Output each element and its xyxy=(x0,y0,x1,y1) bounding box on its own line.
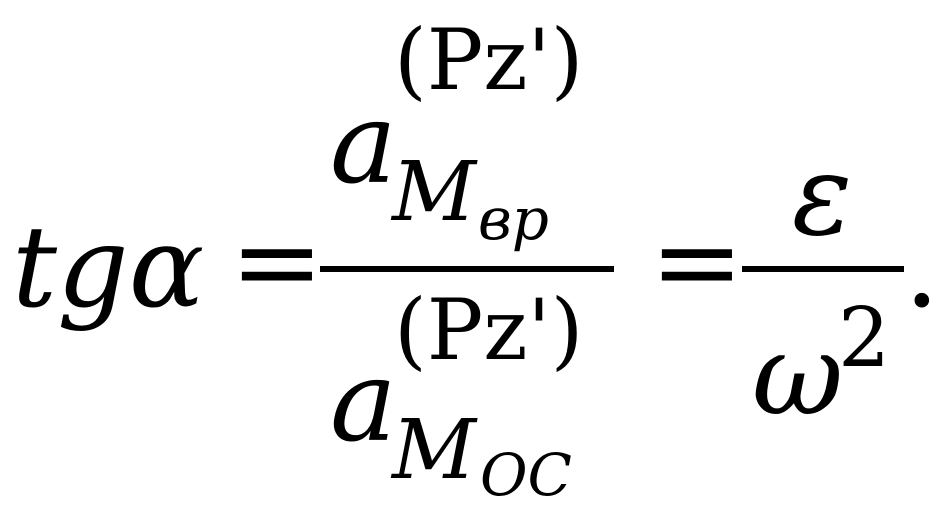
right-fraction-bar xyxy=(742,266,904,272)
denominator-sub-subscript: OC xyxy=(480,441,572,509)
numerator-sub-subscript: вр xyxy=(478,185,549,253)
rhs-denominator-exponent: 2 xyxy=(838,291,891,386)
lhs-tg-alpha: tgα xyxy=(12,203,205,333)
rhs-denominator-omega: ω xyxy=(752,311,844,441)
rhs-numerator-epsilon: ε xyxy=(792,131,853,261)
numerator-superscript: (Pz') xyxy=(394,11,584,109)
numerator-base: a xyxy=(330,79,397,209)
denominator-subscript: M xyxy=(392,403,476,498)
denominator-superscript: (Pz') xyxy=(394,281,584,379)
numerator-subscript: M xyxy=(392,145,476,240)
terminal-period: . xyxy=(904,203,940,333)
equals-sign-2: = xyxy=(650,197,744,327)
denominator-base: a xyxy=(330,337,397,467)
equals-sign-1: = xyxy=(230,197,324,327)
main-fraction-bar xyxy=(320,266,614,272)
